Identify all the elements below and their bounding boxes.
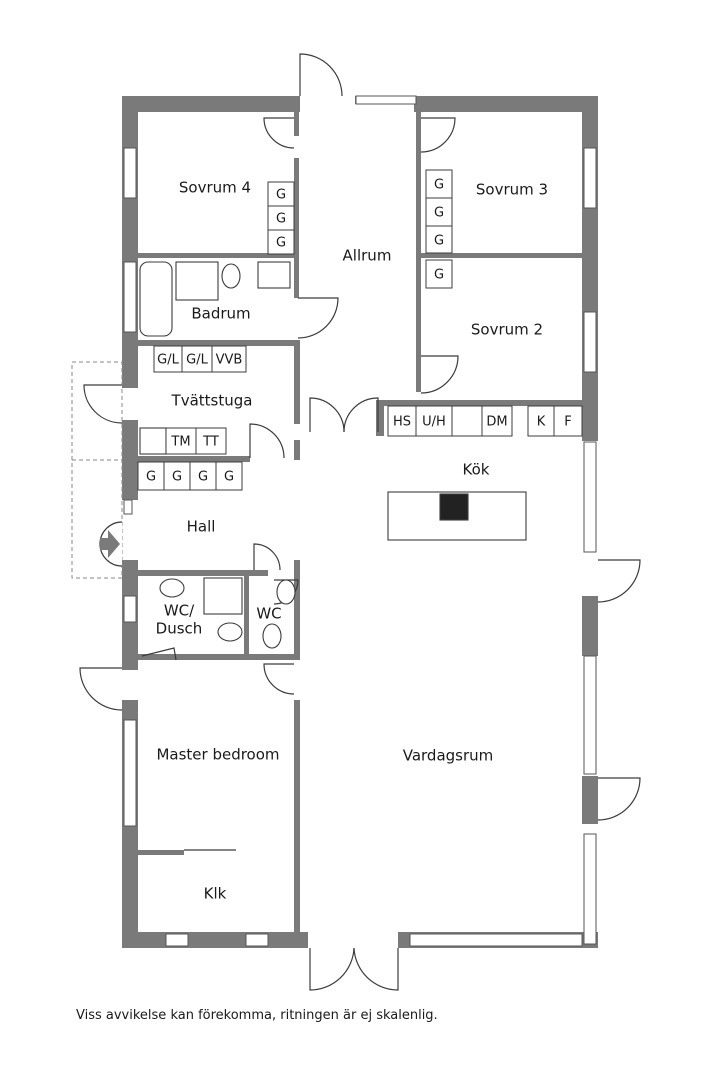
room-label-master-bedroom: Master bedroom: [156, 746, 279, 764]
fixture-label: K: [537, 415, 546, 430]
fixture-label: DM: [486, 415, 507, 430]
fixture-label: HS: [393, 415, 411, 430]
fixture-label: G: [172, 470, 182, 485]
room-label-klk: Klk: [204, 885, 227, 903]
room-label-kok: Kök: [463, 461, 490, 479]
toilet-icon: [262, 623, 282, 649]
sink-icon: [257, 261, 291, 289]
windows: [123, 95, 597, 947]
room-label-wc-dusch: Dusch: [156, 620, 203, 638]
fixture-label: G: [198, 470, 208, 485]
fixture-label: F: [564, 415, 571, 430]
cooktop-icon: [439, 493, 469, 521]
fixture-label: G/L: [186, 353, 208, 368]
fixture-labels: G G G G G G G G/L G/L VVB TM TT G G G G …: [146, 178, 572, 485]
fixture-label: G: [224, 470, 234, 485]
fixture-label: G: [434, 206, 444, 221]
room-label-hall: Hall: [187, 518, 216, 536]
room-label-tvattstuga: Tvättstuga: [171, 392, 253, 410]
fixture-label: TT: [202, 435, 219, 450]
interior-walls: [138, 112, 582, 932]
fixture-label: U/H: [422, 415, 446, 430]
room-label-wc: WC: [256, 605, 281, 623]
shower-icon: [175, 261, 219, 301]
fixture-label: TM: [170, 435, 190, 450]
room-labels: Sovrum 4 Sovrum 3 Sovrum 2 Allrum Badrum…: [156, 179, 548, 903]
fixture-label: G: [276, 188, 286, 203]
room-label-wc-dusch: WC/: [164, 602, 195, 620]
fixture-label: G/L: [157, 353, 179, 368]
fixture-label: G: [434, 268, 444, 283]
disclaimer-note: Viss avvikelse kan förekomma, ritningen …: [76, 1008, 438, 1023]
fixture-label: G: [434, 234, 444, 249]
fixture-label: G: [434, 178, 444, 193]
doors: [79, 53, 641, 991]
room-label-sovrum-4: Sovrum 4: [179, 179, 251, 197]
cabinets: [137, 169, 583, 491]
entry-arrow-icon: [100, 530, 120, 558]
toilet-icon: [217, 622, 243, 642]
bathtub-icon: [139, 261, 173, 337]
fixture-label: G: [146, 470, 156, 485]
sink-icon: [276, 579, 296, 605]
shower-icon: [203, 577, 243, 615]
fixture-label: G: [276, 212, 286, 227]
sink-icon: [159, 578, 185, 598]
room-label-badrum: Badrum: [191, 305, 250, 323]
fixture-label: G: [276, 236, 286, 251]
laundry-sink-icon: [139, 427, 167, 455]
fixture-label: VVB: [216, 353, 243, 368]
room-label-sovrum-3: Sovrum 3: [476, 181, 548, 199]
entry-area: [71, 361, 123, 579]
room-label-vardagsrum: Vardagsrum: [403, 747, 494, 765]
room-label-sovrum-2: Sovrum 2: [471, 321, 543, 339]
toilet-icon: [221, 263, 241, 289]
room-label-allrum: Allrum: [343, 247, 392, 265]
